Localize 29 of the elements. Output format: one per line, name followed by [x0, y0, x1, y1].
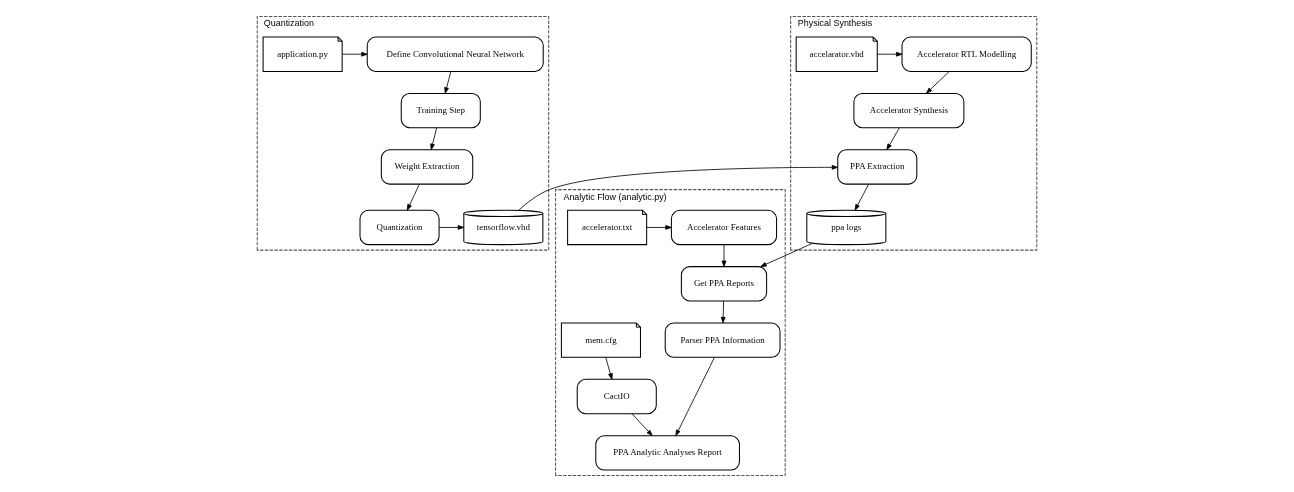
node-box: Weight Extraction	[380, 149, 474, 185]
arrow	[646, 225, 672, 230]
arrow	[438, 225, 465, 230]
arrow	[430, 127, 438, 150]
node-box: Accelerator RTL Modelling	[901, 36, 1032, 72]
arrow	[341, 51, 368, 57]
arrow	[518, 165, 839, 211]
node-box: PPA Analytic Analyses Report	[595, 435, 740, 471]
arrow	[720, 300, 726, 324]
node-box: CactIO	[576, 378, 657, 415]
arrow	[444, 71, 452, 94]
arrow	[721, 244, 727, 267]
arrow	[854, 184, 869, 211]
node-box: Parser PPA Information	[664, 322, 781, 358]
arrow	[926, 71, 950, 94]
arrow	[631, 413, 653, 436]
arrow	[406, 184, 420, 211]
node-box: Accelerator Synthesis	[853, 92, 965, 129]
node-box: Get PPA Reports	[680, 266, 768, 302]
arrow	[876, 51, 903, 57]
node-box: PPA Extraction	[837, 149, 918, 185]
node-box: Quantization	[359, 209, 440, 246]
arrow	[886, 127, 900, 150]
node-box: Accelerator Features	[670, 209, 778, 246]
arrow	[760, 243, 812, 268]
arrow	[605, 356, 613, 380]
node-box: Define Convolutional Neural Network	[366, 36, 544, 72]
node-box: Training Step	[400, 92, 481, 129]
arrow	[675, 357, 715, 437]
